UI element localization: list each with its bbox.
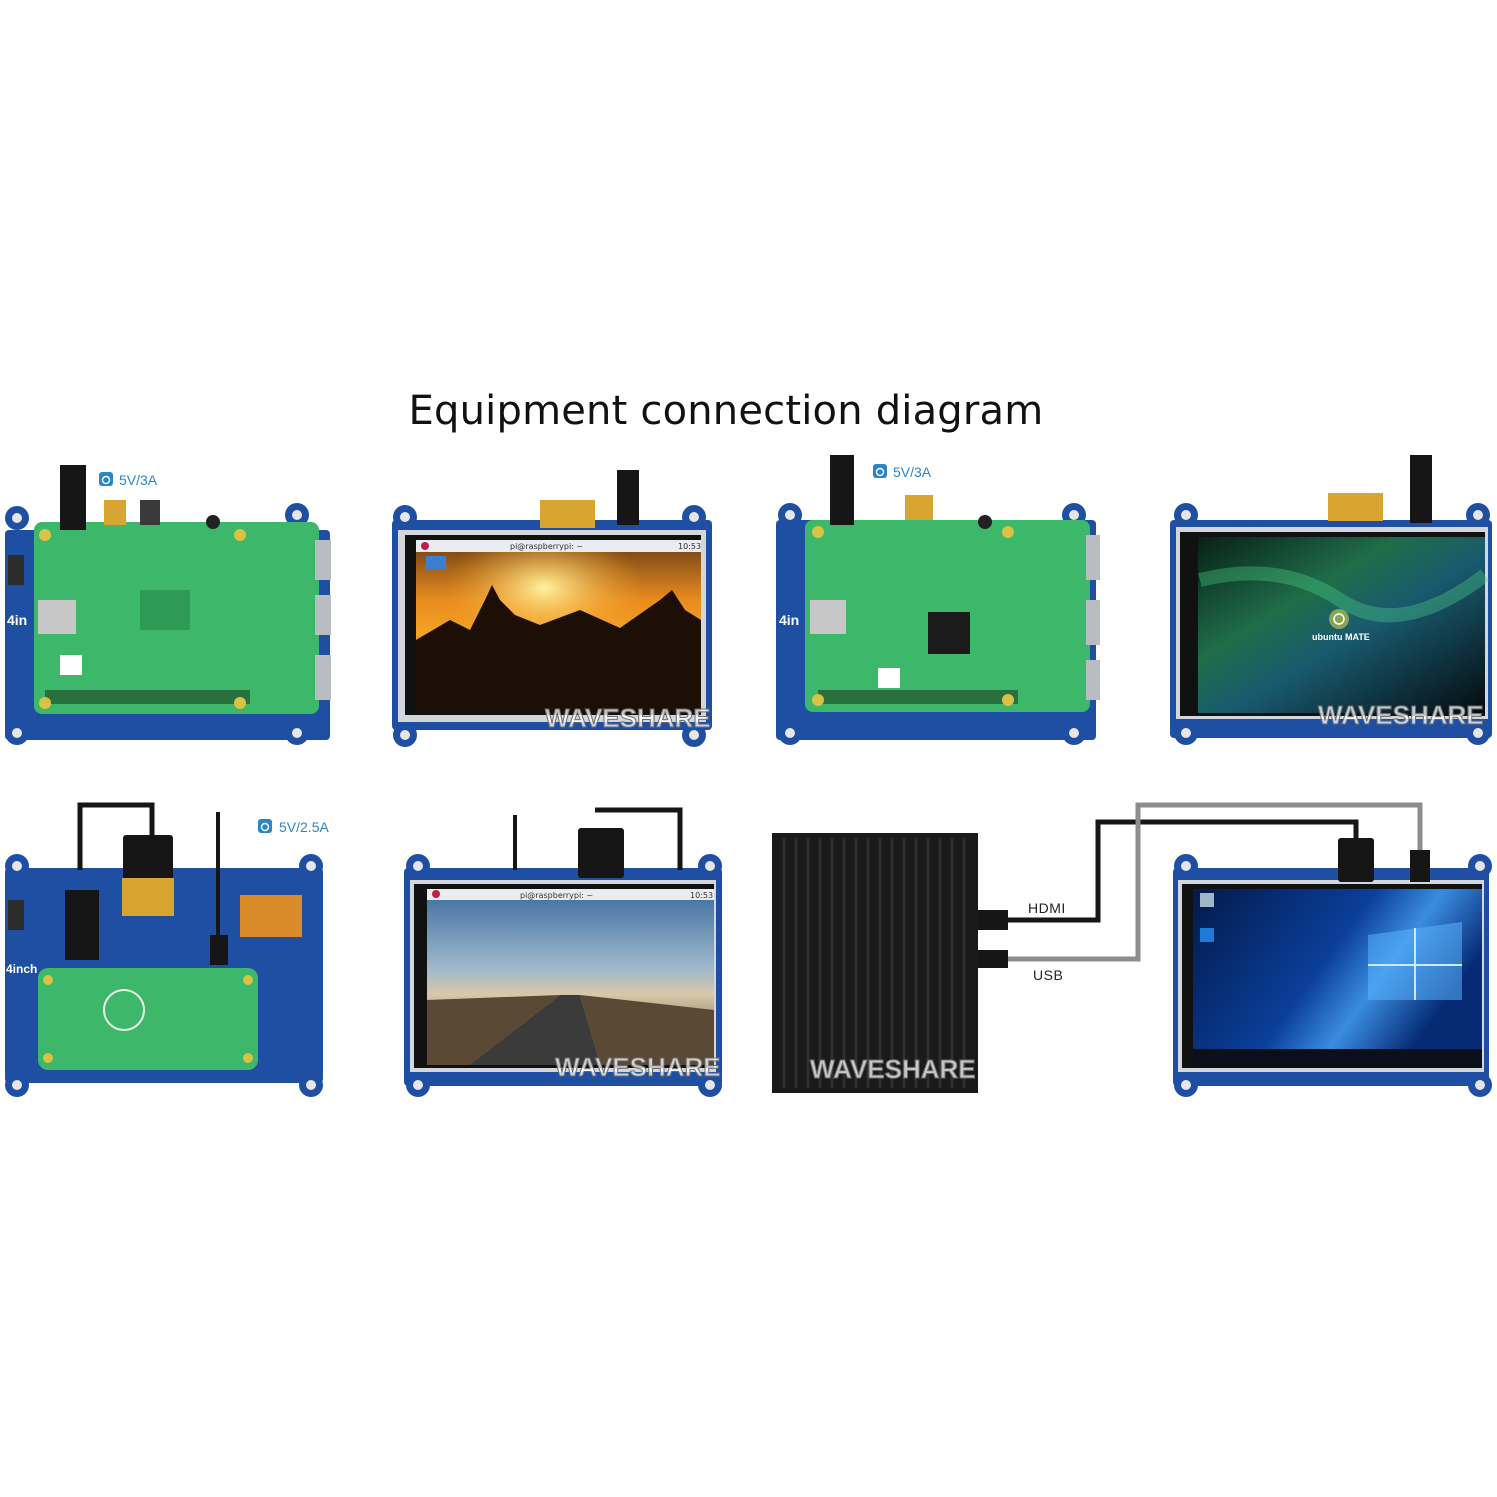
power-rating-label: 5V/2.5A (279, 819, 329, 835)
clock-text: 10:53 (678, 542, 701, 551)
watermark: WAVESHARE (1318, 700, 1484, 730)
pi-front-sunset-panel: pi@raspberrypi: ~ 10:53 WAVESHARE (392, 470, 712, 747)
pi4-back-panel: 4in 5V/3A (5, 465, 331, 745)
terminal-tab: pi@raspberrypi: ~ (520, 891, 593, 900)
power-rating-label: 5V/3A (119, 472, 158, 488)
raspberry-pi-logo-icon (432, 890, 440, 898)
ubuntu-front-panel: ubuntu MATE WAVESHARE (1170, 455, 1492, 745)
windows-logo-icon (1368, 922, 1462, 1000)
board-size-label: 4inch (6, 962, 37, 976)
pi-zero-back-panel: 4inch 5V/2.5A (5, 802, 329, 1097)
cables (1008, 802, 1423, 962)
watermark: WAVESHARE (810, 1054, 976, 1084)
power-icon (258, 819, 272, 833)
pi-front-road-panel: pi@raspberrypi: ~ 10:53 WAVESHARE (404, 807, 722, 1097)
pi3-back-panel: 4in 5V/3A (776, 455, 1100, 745)
board-size-label: 4in (779, 612, 799, 628)
hdmi-label: HDMI (1028, 900, 1066, 916)
power-icon (873, 464, 887, 478)
power-rating-label: 5V/3A (893, 464, 932, 480)
diagram-title: Equipment connection diagram (408, 388, 1044, 434)
terminal-tab: pi@raspberrypi: ~ (510, 542, 583, 551)
ubuntu-mate-logo-text: ubuntu MATE (1312, 632, 1370, 642)
windows-front-panel (1173, 838, 1492, 1097)
raspberry-pi-logo-icon (421, 542, 429, 550)
usb-label: USB (1033, 967, 1063, 983)
ubuntu-logo-icon (1329, 609, 1349, 629)
mini-pc-box: WAVESHARE (772, 833, 1008, 1093)
watermark: WAVESHARE (555, 1052, 721, 1082)
board-size-label: 4in (7, 612, 27, 628)
clock-text: 10:53 (690, 891, 713, 900)
power-icon (99, 472, 113, 486)
watermark: WAVESHARE (545, 703, 711, 733)
